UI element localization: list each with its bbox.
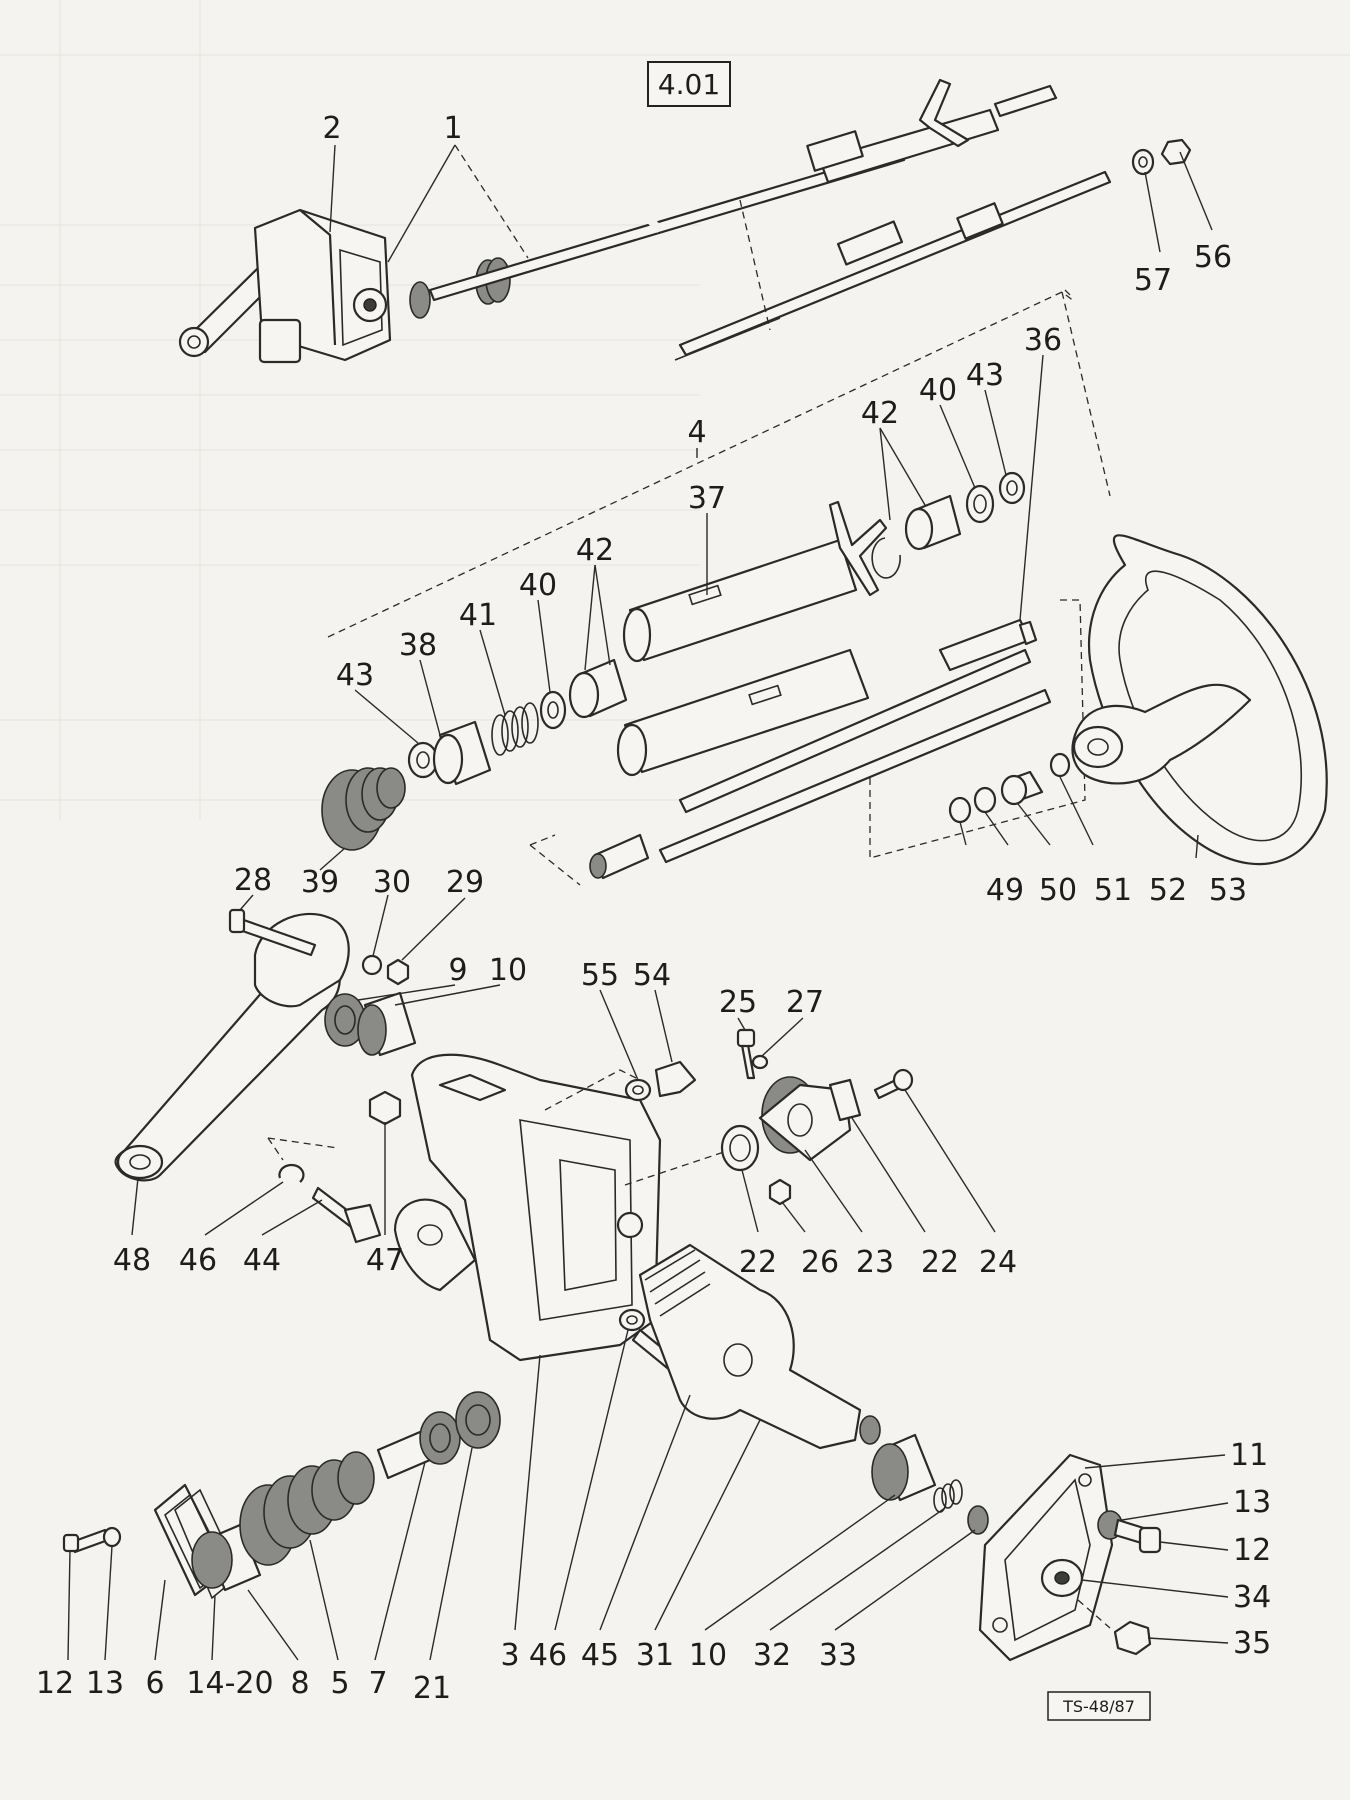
callout-38: 38 (399, 628, 437, 663)
callout-57: 57 (1134, 263, 1172, 298)
pitman-arm-group (114, 908, 417, 1182)
callout-43-upper: 43 (966, 358, 1004, 393)
callout-numbers: 1 2 56 57 4 36 43 40 42 37 42 40 41 38 4… (36, 111, 1271, 1706)
callout-14-20: 14-20 (186, 1666, 273, 1701)
callout-40-lower: 40 (519, 568, 557, 603)
callout-24: 24 (979, 1245, 1017, 1280)
column-exploded-group (321, 291, 1111, 886)
callout-53: 53 (1209, 873, 1247, 908)
callout-10-upper: 10 (489, 953, 527, 988)
steering-wheel (1071, 534, 1328, 866)
callout-13-left: 13 (86, 1666, 124, 1701)
callout-31: 31 (636, 1638, 674, 1673)
callout-42-upper: 42 (861, 396, 899, 431)
callout-32: 32 (753, 1638, 791, 1673)
callout-29: 29 (446, 865, 484, 900)
callout-50: 50 (1039, 873, 1077, 908)
figure-code: 4.01 (658, 68, 720, 101)
callout-10-lower: 10 (689, 1638, 727, 1673)
callout-36: 36 (1024, 323, 1062, 358)
callout-35: 35 (1233, 1626, 1271, 1661)
callout-12-left: 12 (36, 1666, 74, 1701)
input-shaft-group (62, 1090, 501, 1600)
callout-11: 11 (1230, 1438, 1268, 1473)
callout-34: 34 (1233, 1580, 1271, 1615)
callout-9: 9 (448, 953, 467, 988)
callout-25: 25 (719, 985, 757, 1020)
callout-46-upper: 46 (179, 1243, 217, 1278)
callout-26: 26 (801, 1245, 839, 1280)
callout-12-right: 12 (1233, 1533, 1271, 1568)
callout-22-left: 22 (739, 1245, 777, 1280)
drawing-reference-box: TS-48/87 (1047, 1691, 1151, 1721)
callout-55: 55 (581, 958, 619, 993)
callout-2: 2 (322, 111, 341, 146)
callout-56: 56 (1194, 240, 1232, 275)
callout-21: 21 (413, 1671, 451, 1706)
callout-54: 54 (633, 958, 671, 993)
callout-45: 45 (581, 1638, 619, 1673)
drawing-reference: TS-48/87 (1062, 1697, 1135, 1716)
callout-3: 3 (500, 1638, 519, 1673)
callout-46-lower: 46 (529, 1638, 567, 1673)
callout-39: 39 (301, 865, 339, 900)
callout-22-right: 22 (921, 1245, 959, 1280)
callout-13-right: 13 (1233, 1485, 1271, 1520)
callout-40-upper: 40 (919, 373, 957, 408)
callout-43-lower: 43 (336, 658, 374, 693)
callout-51: 51 (1094, 873, 1132, 908)
callout-52: 52 (1149, 873, 1187, 908)
callout-7: 7 (368, 1666, 387, 1701)
callout-28: 28 (234, 863, 272, 898)
callout-27: 27 (786, 985, 824, 1020)
figure-code-box: 4.01 (647, 61, 731, 107)
callout-41: 41 (459, 598, 497, 633)
callout-42-lower: 42 (576, 533, 614, 568)
callout-49: 49 (986, 873, 1024, 908)
steering-box-housing (267, 1053, 761, 1362)
callout-44: 44 (243, 1243, 281, 1278)
callout-48: 48 (113, 1243, 151, 1278)
callout-1: 1 (443, 111, 462, 146)
callout-4: 4 (687, 415, 706, 450)
callout-6: 6 (145, 1666, 164, 1701)
side-cover-group (624, 1028, 914, 1206)
sector-shaft-group (618, 1243, 1162, 1662)
callout-5: 5 (330, 1666, 349, 1701)
leader-lines (67, 144, 1229, 1661)
callout-30: 30 (373, 865, 411, 900)
show-through-lines (0, 0, 1350, 820)
callout-8: 8 (290, 1666, 309, 1701)
steering-column-assembly-top (178, 78, 1192, 364)
callout-47: 47 (366, 1243, 404, 1278)
callout-37: 37 (688, 481, 726, 516)
callout-23: 23 (856, 1245, 894, 1280)
callout-33: 33 (819, 1638, 857, 1673)
